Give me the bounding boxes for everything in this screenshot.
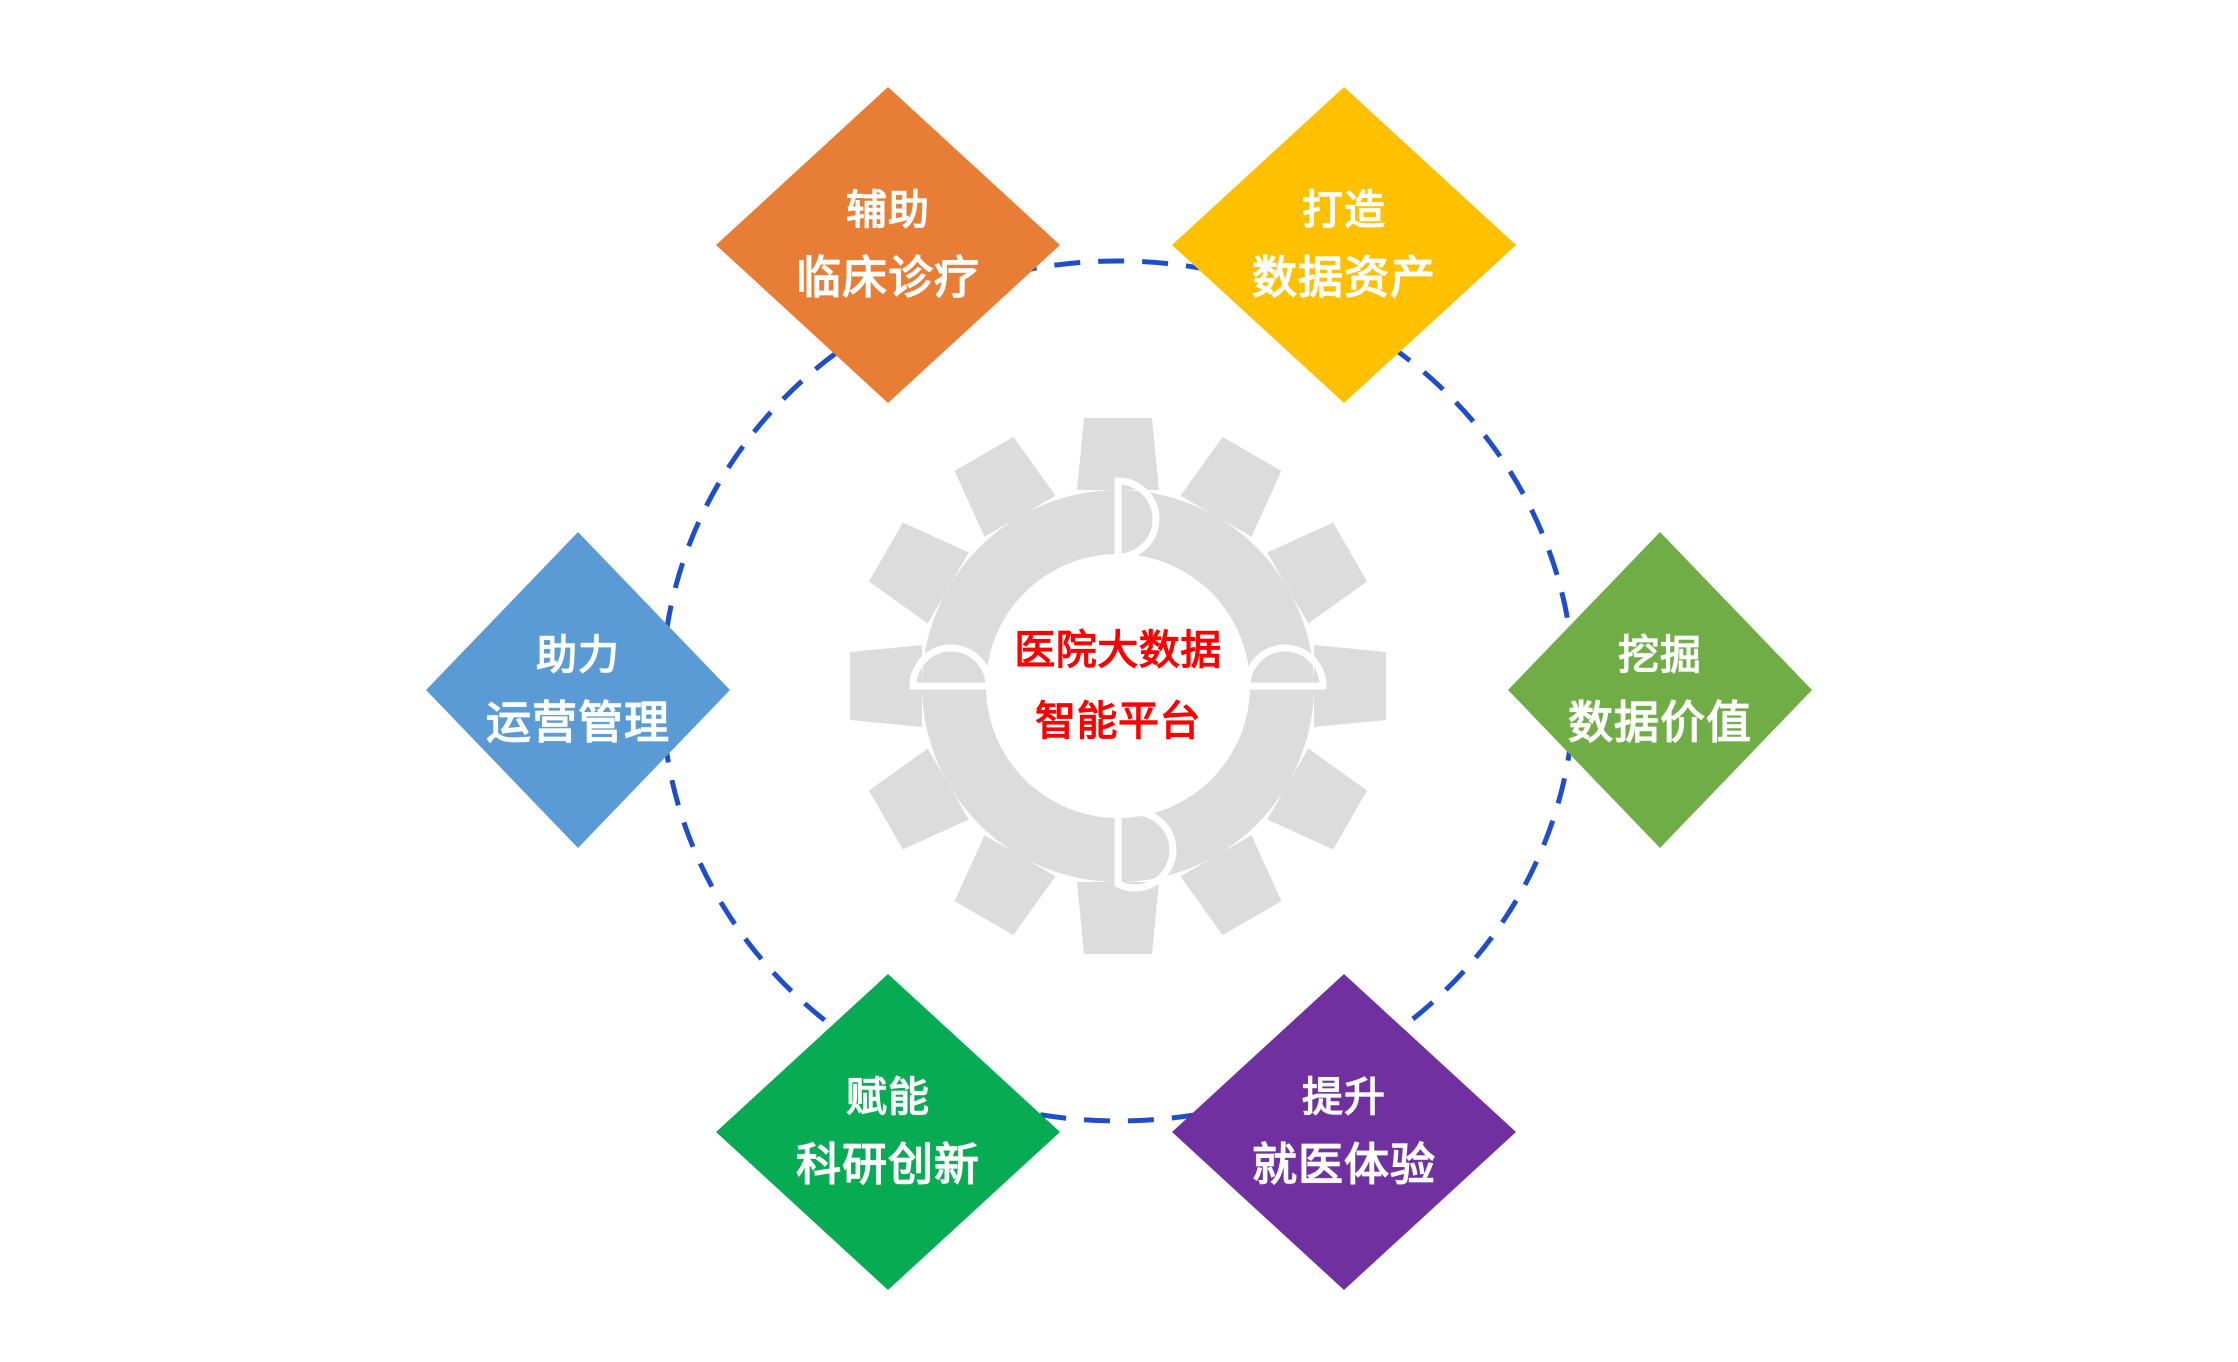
- gear-hub: [986, 554, 1250, 818]
- node-left-shape[interactable]: [426, 532, 730, 848]
- node-right-shape[interactable]: [1508, 532, 1812, 848]
- node-top-right-shape[interactable]: [1172, 87, 1516, 403]
- node-bottom-right-shape[interactable]: [1172, 974, 1516, 1290]
- node-bottom-left-shape[interactable]: [716, 974, 1060, 1290]
- node-top-left-shape[interactable]: [716, 87, 1060, 403]
- gear-graphic: [850, 418, 1386, 954]
